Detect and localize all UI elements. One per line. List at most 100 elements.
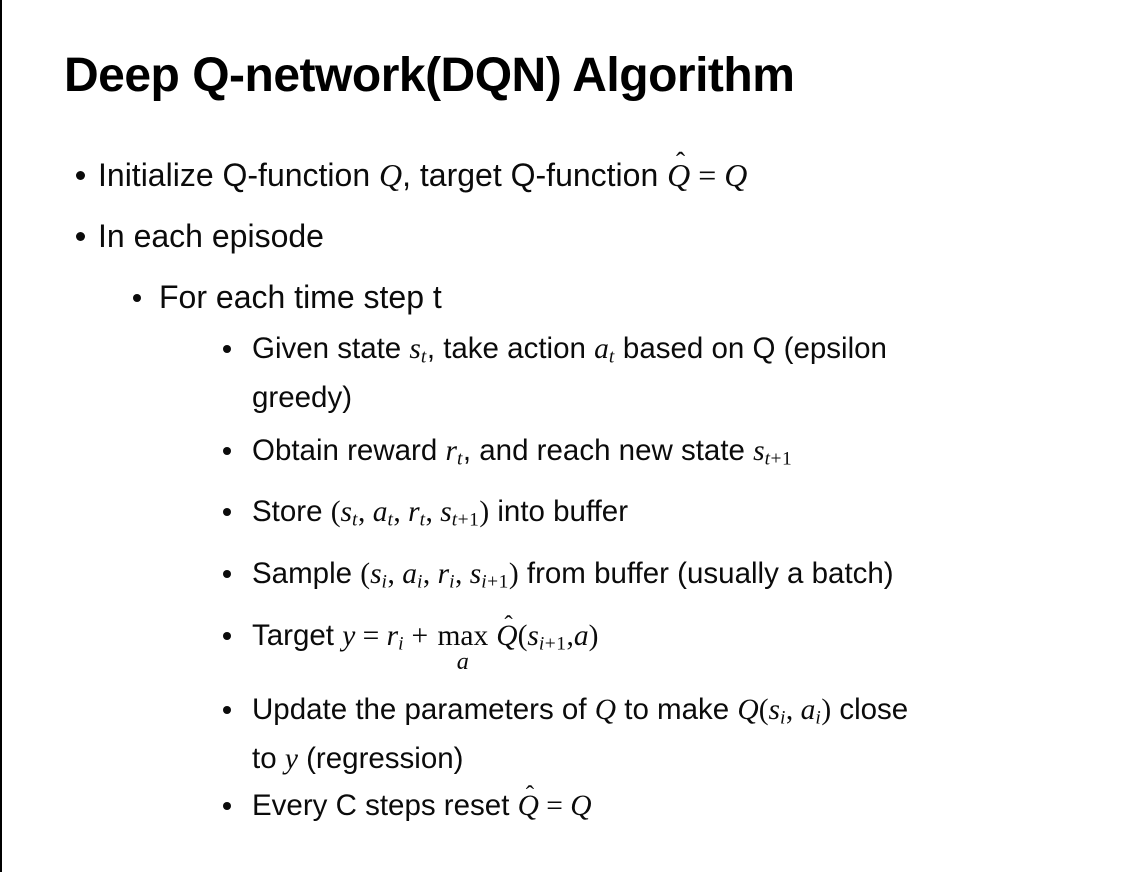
- bullet-icon: [76, 232, 85, 241]
- math-subscript: i: [417, 572, 423, 593]
- math-op: (: [517, 619, 528, 652]
- math-op: =: [538, 790, 571, 823]
- bullet-icon: [223, 570, 231, 579]
- math-var: y: [284, 743, 298, 776]
- math-subscript: t: [387, 510, 393, 531]
- sub-char: t: [387, 510, 394, 532]
- bullet-text: For each time step t: [159, 279, 442, 315]
- sub-char: i: [381, 571, 388, 593]
- math-op: =: [355, 619, 387, 652]
- hat-accent-icon: ˆ: [504, 611, 513, 639]
- math-op: ,: [455, 558, 470, 591]
- math-subscript: i+1: [539, 633, 567, 654]
- sub-char: 1: [469, 510, 480, 532]
- math-var: Q: [379, 157, 403, 193]
- math-subscript: t: [457, 448, 463, 469]
- hat-base: Q: [496, 619, 518, 652]
- bullet-icon: [76, 171, 85, 180]
- bullet-initialize: Initialize Q-function Q, target Q-functi…: [2, 149, 1124, 195]
- math-var: s: [469, 558, 482, 591]
- bullet-icon: [223, 508, 231, 517]
- math-op: ,: [393, 496, 409, 529]
- sub-char: t: [419, 510, 426, 532]
- math-var: s: [409, 333, 421, 365]
- math-var-sub: si+1: [527, 619, 567, 655]
- text-run: , target Q-function: [402, 157, 668, 193]
- bullet-obtain-reward: Obtain reward rt, and reach new state st…: [2, 431, 1124, 480]
- bullet-icon: [223, 706, 231, 715]
- math-var-sub: at: [594, 332, 615, 368]
- math-op: (: [330, 496, 341, 529]
- math-op: ,: [566, 619, 574, 652]
- math-var: s: [527, 619, 539, 652]
- text-run: based on Q (epsilon: [614, 332, 887, 365]
- math-subscript: t: [421, 347, 427, 368]
- math-op: ): [508, 558, 519, 591]
- math-var: r: [437, 558, 450, 591]
- math-op: ,: [425, 496, 441, 529]
- math-var: s: [440, 496, 452, 529]
- bullet-list: Initialize Q-function Q, target Q-functi…: [2, 149, 1124, 839]
- sub-char: 1: [498, 571, 509, 593]
- math-op: ,: [387, 558, 403, 591]
- text-run: Update the parameters of: [252, 693, 595, 727]
- math-var-sub: si: [769, 693, 786, 729]
- math-var-sub: st: [409, 332, 427, 368]
- sub-char: +: [544, 633, 557, 655]
- math-var-sub: ai: [800, 693, 822, 729]
- math-var: r: [386, 619, 399, 652]
- math-subscript: t+1: [765, 448, 793, 469]
- hat-base: Q: [517, 790, 539, 823]
- math-var-sub: at: [373, 495, 394, 531]
- math-var-sub: si+1: [469, 557, 509, 593]
- hat-base: Q: [667, 157, 691, 193]
- math-subscript: t: [420, 510, 426, 531]
- max-label: max: [437, 619, 489, 652]
- math-var: s: [370, 558, 382, 591]
- math-var: s: [340, 496, 353, 529]
- bullet-icon: [133, 294, 141, 302]
- sub-char: i: [449, 571, 455, 593]
- math-op: (: [360, 558, 371, 591]
- math-var-sub: rt: [408, 495, 426, 531]
- text-run: greedy): [252, 380, 353, 414]
- text-run: Given state: [252, 332, 410, 365]
- sub-char: t: [764, 448, 771, 470]
- math-var: r: [445, 434, 457, 467]
- math-var: a: [594, 333, 609, 365]
- text-run: Target: [252, 618, 343, 652]
- math-var-sub: rt: [445, 434, 463, 470]
- math-subscript: i: [398, 633, 404, 654]
- text-run: from buffer (usually a batch): [518, 557, 894, 591]
- math-var: a: [402, 558, 417, 591]
- bullet-update-parameters: Update the parameters of Q to make Q(si,…: [2, 690, 1124, 779]
- math-subscript: t+1: [452, 510, 480, 531]
- math-op: ,: [422, 558, 438, 591]
- math-var: r: [408, 496, 420, 529]
- bullet-text: Update the parameters of Q to make Q(si,…: [252, 693, 908, 775]
- text-run: Every C steps reset: [252, 789, 518, 823]
- sub-char: t: [420, 346, 427, 368]
- text-run: Store: [252, 495, 331, 529]
- math-op: ,: [357, 496, 373, 529]
- text-run: Obtain reward: [252, 433, 446, 467]
- text-run: , take action: [426, 332, 595, 365]
- sub-char: 1: [782, 448, 793, 470]
- math-var-sub: ai: [402, 557, 423, 593]
- math-var-sub: ri: [437, 557, 455, 593]
- bullet-text: Obtain reward rt, and reach new state st…: [252, 433, 793, 470]
- bullet-text: Given state st, take action at based on …: [252, 332, 887, 414]
- math-var-sub: st+1: [440, 495, 480, 531]
- math-op: ,: [785, 694, 801, 727]
- math-var: Q: [737, 694, 759, 727]
- sub-char: i: [416, 571, 423, 593]
- math-var: y: [342, 619, 356, 652]
- math-var: a: [800, 694, 816, 727]
- bullet-icon: [223, 446, 231, 455]
- bullet-icon: [223, 802, 231, 811]
